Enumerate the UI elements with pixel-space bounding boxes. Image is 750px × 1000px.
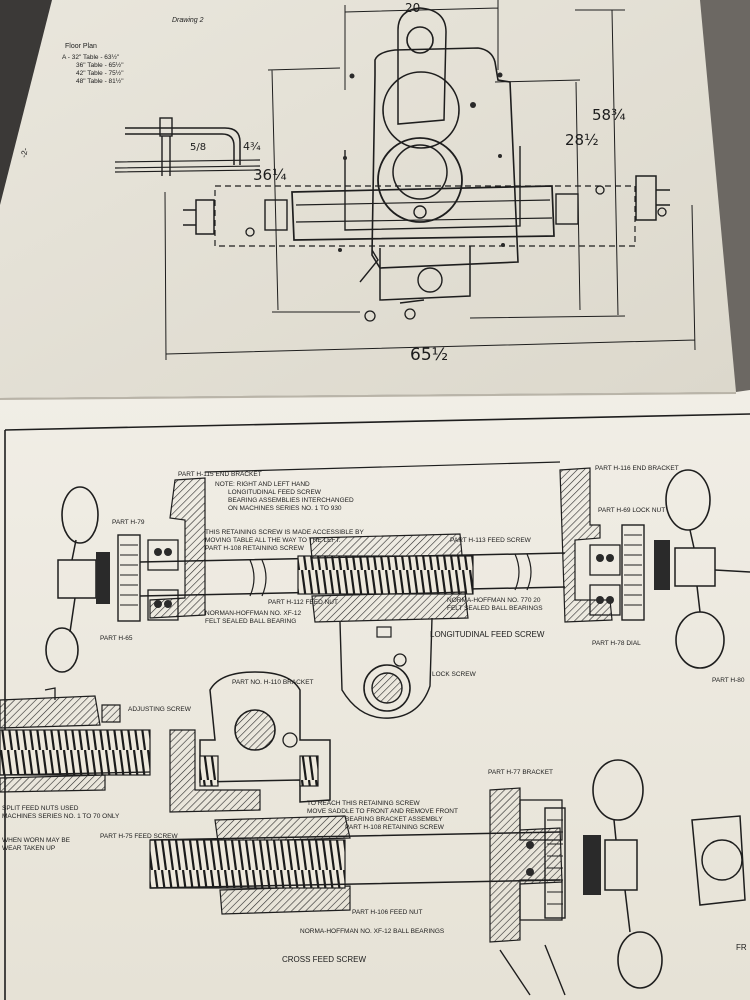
label-reach: TO REACH THIS RETAINING SCREW <box>307 800 421 807</box>
label-h115: PART H-115 END BRACKET <box>178 471 262 478</box>
label-h77: PART H-77 BRACKET <box>488 769 553 776</box>
floor-plan-line: 36" Table - 65½" <box>76 61 124 69</box>
note-text: ON MACHINES SERIES NO. 1 TO 930 <box>228 505 342 512</box>
label-h69: PART H-69 LOCK NUT <box>598 507 665 514</box>
label-reach: PART H-108 RETAINING SCREW <box>345 824 445 831</box>
longitudinal-feed-screw <box>139 533 566 719</box>
sheet-border <box>4 413 750 431</box>
label-77020: FELT SEALED BALL BEARINGS <box>447 605 543 612</box>
dim-28-1-2: 28½ <box>565 131 599 149</box>
label-h75: PART H-75 FEED SCREW <box>100 833 179 840</box>
retaining-note: PART H-108 RETAINING SCREW <box>205 545 305 552</box>
label-h110: PART NO. H-110 BRACKET <box>232 679 314 686</box>
floor-plan-line: 48" Table - 81½" <box>76 77 124 85</box>
cross-feed-assembly <box>149 671 746 996</box>
top-sheet <box>0 0 736 398</box>
floor-plan-line: 42" Table - 75½" <box>76 69 124 77</box>
label-worn: WHEN WORN MAY BE <box>2 837 71 844</box>
label-adjusting-screw: ADJUSTING SCREW <box>128 706 192 713</box>
label-cross-feed-screw: CROSS FEED SCREW <box>282 955 366 964</box>
label-split-nuts: MACHINES SERIES NO. 1 TO 70 ONLY <box>2 813 120 820</box>
label-xf12: FELT SEALED BALL BEARING <box>205 618 296 625</box>
note-text: NOTE: RIGHT AND LEFT HAND <box>215 481 310 488</box>
retaining-note: MOVING TABLE ALL THE WAY TO THE LEFT. <box>205 537 341 544</box>
label-split-nuts: SPLIT FEED NUTS USED <box>2 805 79 812</box>
label-h113: PART H-113 FEED SCREW <box>450 537 532 544</box>
longitudinal-right-assembly <box>559 467 750 669</box>
dim-36-1-4: 36¼ <box>253 166 287 184</box>
label-h80: PART H-80 <box>712 677 745 684</box>
dim-4-3-4: 4¾ <box>243 140 261 153</box>
label-fr: FR <box>736 943 747 952</box>
label-h112: PART H-112 FEED NUT <box>268 599 338 606</box>
split-nut-detail <box>0 687 151 793</box>
clamp-detail: 5/8 4¾ <box>114 117 261 176</box>
note-text: BEARING ASSEMBLIES INTERCHANGED <box>228 497 354 504</box>
label-lock-screw: LOCK SCREW <box>432 671 477 678</box>
label-h65: PART H-65 <box>100 635 133 642</box>
floor-plan-heading: Floor Plan <box>65 43 97 50</box>
label-xf12-bearings: NORMA-HOFFMAN NO. XF-12 BALL BEARINGS <box>300 928 445 935</box>
label-reach: BEARING BRACKET ASSEMBLY <box>345 816 443 823</box>
label-reach: MOVE SADDLE TO FRONT AND REMOVE FRONT <box>307 808 458 815</box>
note-line <box>204 461 561 473</box>
dim-5-8: 5/8 <box>190 142 206 153</box>
dim-65-1-2: 65½ <box>410 345 448 365</box>
label-77020: NORMA-HOFFMAN NO. 770 20 <box>447 597 541 604</box>
dim-20: 20 <box>405 1 420 15</box>
label-h78: PART H-78 DIAL <box>592 640 641 647</box>
drawing-title: Drawing 2 <box>172 17 204 24</box>
label-longitudinal-feed-screw: LONGITUDINAL FEED SCREW <box>430 630 545 639</box>
label-xf12: NORMAN-HOFFMAN NO. XF-12 <box>205 610 301 617</box>
label-h116: PART H-116 END BRACKET <box>595 465 679 472</box>
dimension-lines: 20 58¾ 28½ 36¼ 65½ <box>164 0 696 365</box>
label-h79: PART H-79 <box>112 519 145 526</box>
note-text: LONGITUDINAL FEED SCREW <box>228 489 322 496</box>
mill-machine-plan <box>183 7 670 322</box>
retaining-note: THIS RETAINING SCREW IS MADE ACCESSIBLE … <box>205 529 364 536</box>
floor-plan-line: A - 32" Table - 63½" <box>62 53 120 61</box>
dim-58-3-4: 58¾ <box>592 106 626 124</box>
label-worn: WEAR TAKEN UP <box>2 845 55 852</box>
label-h106: PART H-106 FEED NUT <box>352 909 422 916</box>
margin-mark: -2- <box>19 147 30 159</box>
longitudinal-left-assembly <box>45 477 206 673</box>
